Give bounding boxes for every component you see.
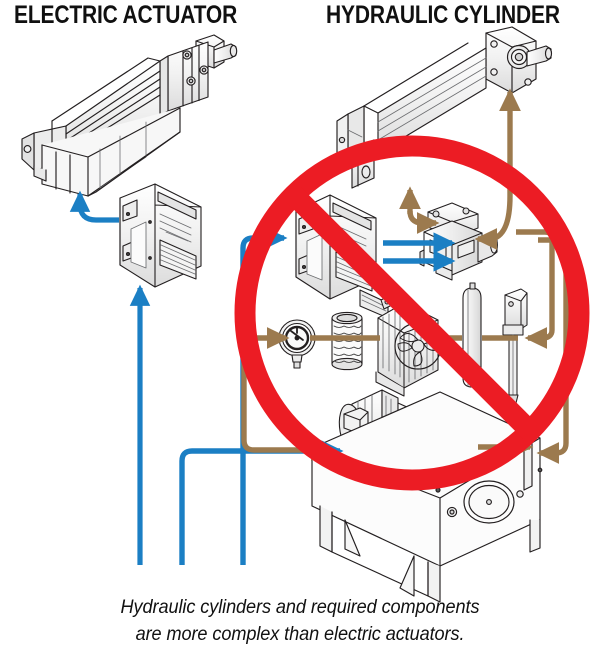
arrow-drive-to-actuator bbox=[69, 190, 119, 223]
hydraulic-cylinder-illustration bbox=[336, 26, 553, 189]
prohibition-slash bbox=[285, 186, 539, 440]
arrow-return-to-valve bbox=[474, 195, 513, 250]
heading-hydraulic-cylinder: HYDRAULIC CYLINDER bbox=[326, 1, 560, 29]
filter-element-illustration bbox=[331, 311, 363, 371]
pressure-gauge-illustration bbox=[278, 319, 316, 369]
prohibition-symbol bbox=[234, 135, 590, 491]
arrow-far-right-to-pump bbox=[536, 442, 569, 464]
electric-actuator-illustration bbox=[21, 34, 238, 197]
caption-line-1: Hydraulic cylinders and required compone… bbox=[120, 596, 480, 618]
heading-electric-actuator: ELECTRIC ACTUATOR bbox=[14, 1, 238, 29]
arrow-to-level-gauge bbox=[524, 327, 555, 349]
hydraulic-fluid-arrows bbox=[241, 88, 569, 464]
level-gauge-illustration bbox=[502, 288, 528, 404]
arrow-power-to-pump bbox=[179, 440, 344, 565]
caption-block: Hydraulic cylinders and required compone… bbox=[0, 594, 600, 648]
electric-flow-arrows bbox=[69, 190, 151, 565]
arrow-tank-to-pump bbox=[241, 338, 334, 461]
servo-drive-illustration bbox=[119, 183, 202, 288]
caption-line-2: are more complex than electric actuators… bbox=[135, 623, 465, 645]
